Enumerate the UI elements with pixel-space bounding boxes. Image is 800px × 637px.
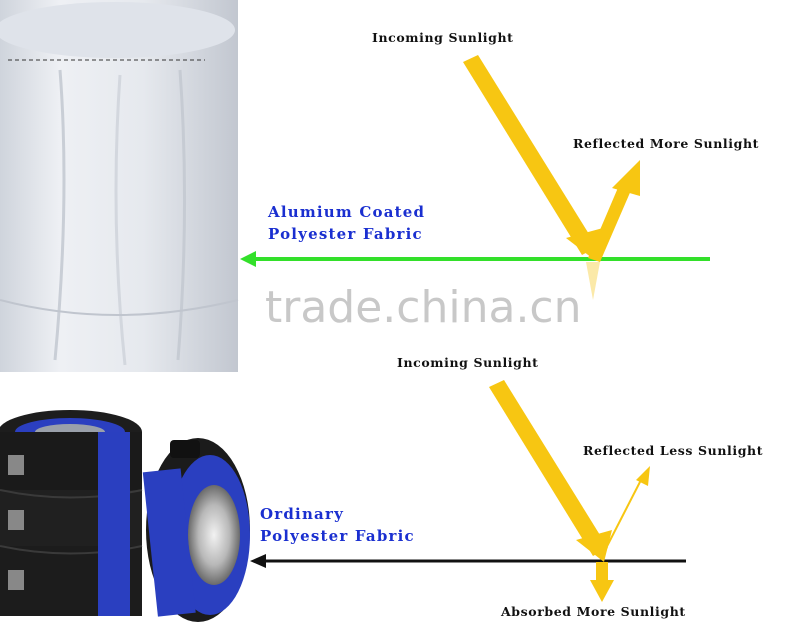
bottom-reflected-label: Reflected Less Sunlight [583, 443, 764, 458]
top-surface-arrow [240, 251, 710, 267]
bottom-fabric-line1: Ordinary [260, 505, 344, 523]
top-fabric-label: Alumium Coated Polyester Fabric [268, 201, 425, 245]
top-reflected-label: Reflected More Sunlight [573, 136, 760, 151]
top-transmitted-glow [586, 262, 600, 300]
top-incoming-ray [463, 55, 603, 258]
aluminium-cover-photo [0, 0, 239, 372]
bottom-surface-arrow [250, 554, 686, 568]
top-incoming-label: Incoming Sunlight [372, 30, 514, 45]
bottom-reflected-ray [600, 466, 650, 559]
watermark-text: trade.china.cn [265, 282, 582, 333]
top-reflected-ray [588, 160, 640, 262]
tire-stack-photo [0, 400, 250, 637]
top-fabric-line2: Polyester Fabric [268, 225, 423, 243]
bottom-fabric-label: Ordinary Polyester Fabric [260, 503, 415, 547]
bottom-incoming-label: Incoming Sunlight [397, 355, 539, 370]
bottom-absorbed-label: Absorbed More Sunlight [501, 604, 686, 619]
bottom-absorbed-ray [590, 562, 614, 602]
bottom-fabric-line2: Polyester Fabric [260, 527, 415, 545]
bottom-incoming-ray [489, 380, 612, 562]
top-fabric-line1: Alumium Coated [268, 203, 426, 221]
